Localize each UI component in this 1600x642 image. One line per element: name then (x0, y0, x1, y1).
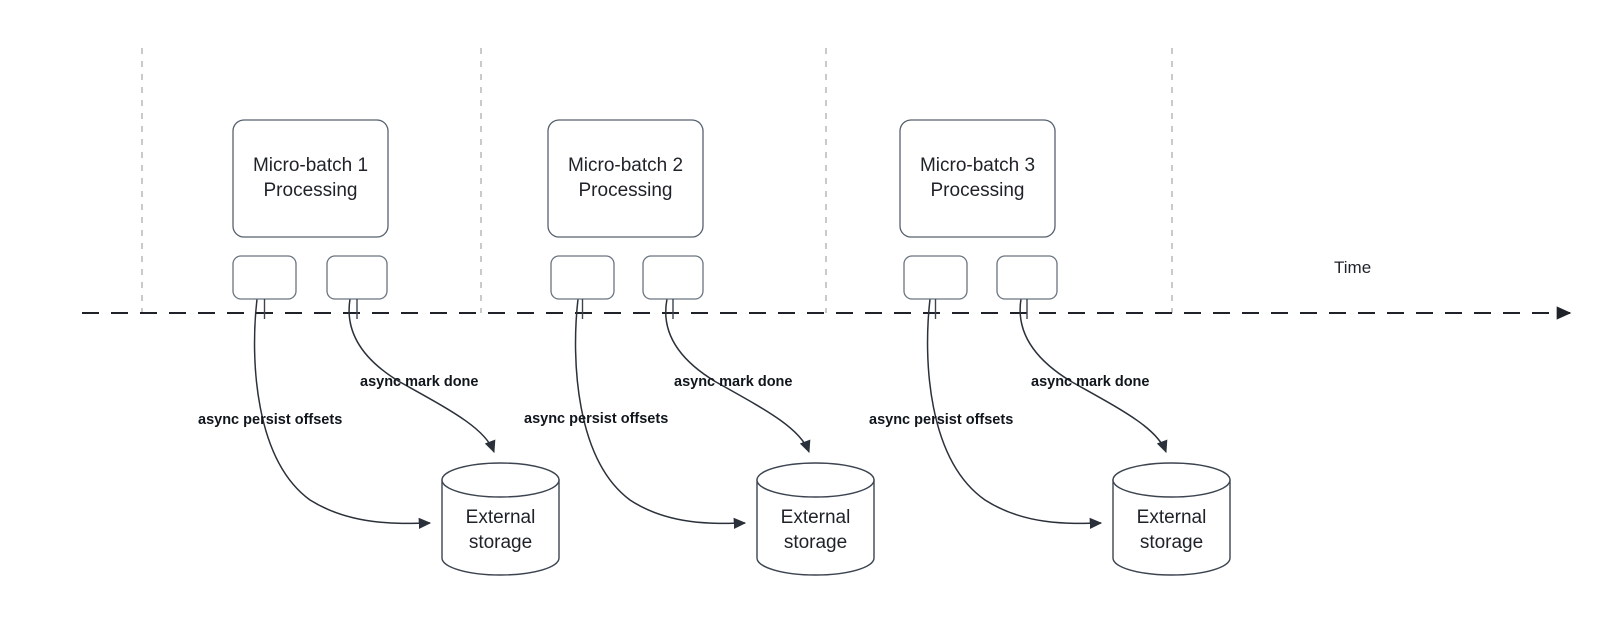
micro-batch-1-label-line2: Processing (264, 180, 358, 201)
persist-offsets-1-arrow (253, 298, 432, 529)
mark-done-2-arrow (665, 298, 811, 454)
external-storage-2-body[interactable] (756, 479, 875, 576)
external-storage-1-label-line2: storage (469, 532, 532, 553)
micro-batch-3-label-line2: Processing (931, 180, 1025, 201)
mark-done-3-label: async mark done (1031, 374, 1149, 390)
task-3b-box[interactable] (996, 255, 1058, 300)
edge-labels: async persist offsets async mark done asyn… (198, 374, 1149, 428)
micro-batch-2-label-line1: Micro-batch 2 (568, 155, 683, 176)
micro-batch-2-box[interactable] (547, 119, 704, 238)
task-2a-box[interactable] (550, 255, 615, 300)
external-storage-2-label-line1: External (781, 507, 851, 528)
external-storage-3-label-line1: External (1137, 507, 1207, 528)
micro-batch-2-label-line2: Processing (579, 180, 673, 201)
micro-batch-1-label-line1: Micro-batch 1 (253, 155, 368, 176)
mark-done-3-arrow (1019, 298, 1168, 454)
micro-batch-3-label-line1: Micro-batch 3 (920, 155, 1035, 176)
persist-offsets-3-label: async persist offsets (869, 412, 1013, 428)
task-1a-box[interactable] (232, 255, 297, 300)
persist-offsets-2-arrow (574, 298, 747, 529)
task-2b-box[interactable] (642, 255, 704, 300)
external-storage-1-top-ellipse[interactable] (441, 462, 560, 498)
task-1b-box[interactable] (326, 255, 388, 300)
time-axis: Time (82, 258, 1572, 320)
mark-done-1-label: async mark done (360, 374, 478, 390)
period-dividers (141, 48, 1173, 313)
persist-offsets-2-label: async persist offsets (524, 411, 668, 427)
external-storage-2-top-ellipse[interactable] (756, 462, 875, 498)
external-storage-1-body[interactable] (441, 479, 560, 576)
external-storage-1-label-line1: External (466, 507, 536, 528)
micro-batch-1-box[interactable] (232, 119, 389, 238)
persist-offsets-3-arrow (926, 298, 1103, 529)
external-storage-3-top-ellipse[interactable] (1112, 462, 1231, 498)
external-storage-3-label-line2: storage (1140, 532, 1203, 553)
persist-offsets-1-label: async persist offsets (198, 412, 342, 428)
flow-edges (253, 298, 1168, 529)
external-storage-2-label-line2: storage (784, 532, 847, 553)
mark-done-2-label: async mark done (674, 374, 792, 390)
micro-batch-3-box[interactable] (899, 119, 1056, 238)
time-axis-label: Time (1334, 258, 1371, 277)
external-storage-3-body[interactable] (1112, 479, 1231, 576)
mark-done-1-arrow (348, 298, 496, 454)
task-3a-box[interactable] (903, 255, 968, 300)
